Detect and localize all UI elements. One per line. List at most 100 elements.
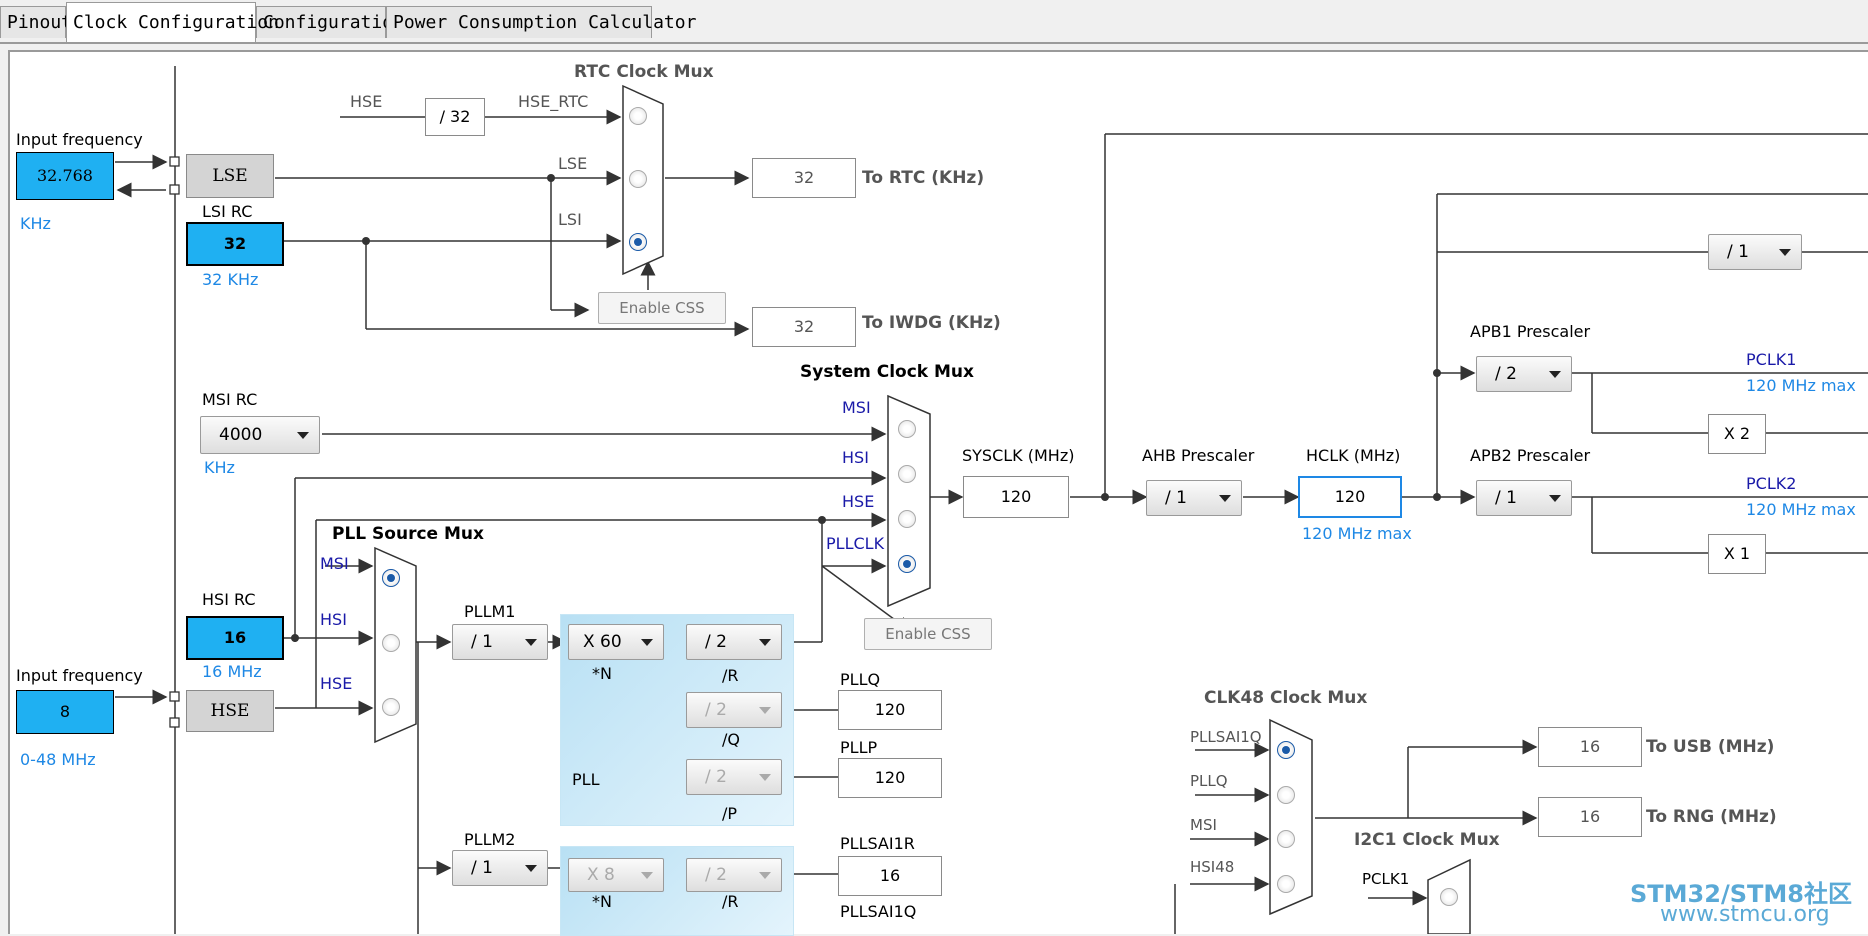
i2c1-in-pclk1: PCLK1 (1362, 870, 1410, 888)
pll-mux-radio-hsi[interactable] (382, 634, 400, 652)
pllsai1n-select[interactable]: X 8 (568, 858, 664, 892)
chevron-down-icon (641, 872, 653, 879)
pllp-select[interactable]: / 2 (686, 759, 782, 795)
top-right-divider-value: / 1 (1727, 242, 1749, 262)
chevron-down-icon (759, 774, 771, 781)
plln-label: *N (592, 664, 612, 683)
i2c1-radio-pclk1[interactable] (1440, 888, 1458, 906)
lse-block: LSE (186, 154, 274, 198)
clk48-radio-msi[interactable] (1277, 830, 1295, 848)
pllp-div-label: /P (722, 804, 738, 823)
tab-configuration[interactable]: Configuration (256, 6, 404, 38)
clk48-radio-pllsai1q[interactable] (1277, 741, 1295, 759)
usb-output-value: 16 (1538, 727, 1642, 767)
hclk-label: HCLK (MHz) (1306, 446, 1401, 465)
tab-pinout[interactable]: Pinout (0, 6, 72, 38)
tab-clock-configuration[interactable]: Clock Configuration (66, 2, 279, 42)
chevron-down-icon (1219, 495, 1231, 502)
pll-name: PLL (572, 770, 600, 789)
ahb-prescaler-label: AHB Prescaler (1142, 446, 1255, 465)
sysclk-label: SYSCLK (MHz) (962, 446, 1075, 465)
pllm1-select[interactable]: / 1 (452, 624, 548, 660)
tab-bar: Pinout Clock Configuration Configuration… (0, 0, 1868, 42)
msi-range-select[interactable]: 4000 (200, 416, 320, 454)
lse-input-frequency[interactable]: 32.768 (16, 152, 114, 200)
pllsai1n-label: *N (592, 892, 612, 911)
hse-input-frequency[interactable]: 8 (16, 690, 114, 734)
pllq-select[interactable]: / 2 (686, 692, 782, 728)
chevron-down-icon (1779, 249, 1791, 256)
pllr-select[interactable]: / 2 (686, 624, 782, 660)
sys-mux-hsi-label: HSI (842, 448, 869, 467)
rtc-output-value: 32 (752, 158, 856, 198)
rtc-enable-css-button[interactable]: Enable CSS (598, 292, 726, 324)
apb1-prescaler-select[interactable]: / 2 (1476, 356, 1572, 392)
apb1-timer-multiplier: X 2 (1708, 414, 1766, 454)
tab-divider (0, 42, 1868, 44)
pclk1-label: PCLK1 (1746, 350, 1797, 369)
msi-range-value: 4000 (219, 425, 263, 445)
tab-power-consumption[interactable]: Power Consumption Calculator (386, 6, 696, 38)
rtc-lsi-label: LSI (558, 210, 582, 229)
apb1-prescaler-value: / 2 (1495, 364, 1517, 384)
chevron-down-icon (297, 432, 309, 439)
chevron-down-icon (759, 872, 771, 879)
msi-unit: KHz (204, 458, 235, 477)
sys-enable-css-button[interactable]: Enable CSS (864, 618, 992, 650)
apb2-timer-multiplier: X 1 (1708, 534, 1766, 574)
ahb-prescaler-value: / 1 (1165, 488, 1187, 508)
hclk-max: 120 MHz max (1302, 524, 1412, 543)
lsi-value: 32 (186, 222, 284, 266)
pllm1-label: PLLM1 (464, 602, 516, 621)
iwdg-output-label: To IWDG (KHz) (862, 313, 1001, 333)
pclk1-max: 120 MHz max (1746, 376, 1856, 395)
pll-mux-hsi-label: HSI (320, 610, 347, 629)
pllsai1r-div-label: /R (722, 892, 739, 911)
pllsai1r-output-label: PLLSAI1R (840, 834, 915, 853)
apb2-prescaler-select[interactable]: / 1 (1476, 480, 1572, 516)
rng-output-value: 16 (1538, 797, 1642, 837)
top-right-divider-select[interactable]: / 1 (1708, 234, 1802, 270)
pllp-value: / 2 (705, 767, 727, 787)
sys-mux-radio-hse[interactable] (898, 510, 916, 528)
rtc-mux-radio-lse[interactable] (629, 170, 647, 188)
clk48-radio-pllq[interactable] (1277, 786, 1295, 804)
pll-mux-radio-hse[interactable] (382, 698, 400, 716)
chevron-down-icon (1549, 495, 1561, 502)
pclk2-max: 120 MHz max (1746, 500, 1856, 519)
clk48-radio-hsi48[interactable] (1277, 875, 1295, 893)
pllr-label: /R (722, 666, 739, 685)
pllm2-select[interactable]: / 1 (452, 850, 548, 886)
lsi-label: LSI RC (202, 202, 253, 221)
plln-select[interactable]: X 60 (568, 624, 664, 660)
sys-mux-radio-msi[interactable] (898, 420, 916, 438)
sys-mux-radio-pllclk[interactable] (898, 555, 916, 573)
chevron-down-icon (641, 639, 653, 646)
lse-unit: KHz (20, 214, 51, 233)
ahb-prescaler-select[interactable]: / 1 (1146, 480, 1242, 516)
pll-mux-radio-msi[interactable] (382, 569, 400, 587)
apb2-prescaler-label: APB2 Prescaler (1470, 446, 1591, 465)
chevron-down-icon (525, 639, 537, 646)
rtc-mux-radio-lsi[interactable] (629, 233, 647, 251)
chevron-down-icon (525, 865, 537, 872)
rtc-mux-radio-hse[interactable] (629, 107, 647, 125)
hse-range: 0-48 MHz (20, 750, 96, 769)
i2c1-mux-title: I2C1 Clock Mux (1354, 830, 1500, 850)
sys-mux-pllclk-label: PLLCLK (826, 534, 885, 553)
clk48-mux-shape (1269, 718, 1313, 916)
clk48-in-pllq: PLLQ (1190, 772, 1228, 790)
pclk2-label: PCLK2 (1746, 474, 1797, 493)
clk48-in-msi: MSI (1190, 816, 1217, 834)
usb-output-label: To USB (MHz) (1646, 737, 1775, 757)
sys-mux-radio-hsi[interactable] (898, 465, 916, 483)
rng-output-label: To RNG (MHz) (1646, 807, 1777, 827)
pllsai1r-select[interactable]: / 2 (686, 858, 782, 892)
hclk-input[interactable]: 120 (1298, 476, 1402, 518)
plln-value: X 60 (583, 632, 622, 652)
sysclk-value: 120 (963, 476, 1069, 518)
pllq-output-label: PLLQ (840, 670, 881, 689)
watermark-url: www.stmcu.org (1660, 902, 1830, 927)
pllr-value: / 2 (705, 632, 727, 652)
pllq-value: / 2 (705, 700, 727, 720)
